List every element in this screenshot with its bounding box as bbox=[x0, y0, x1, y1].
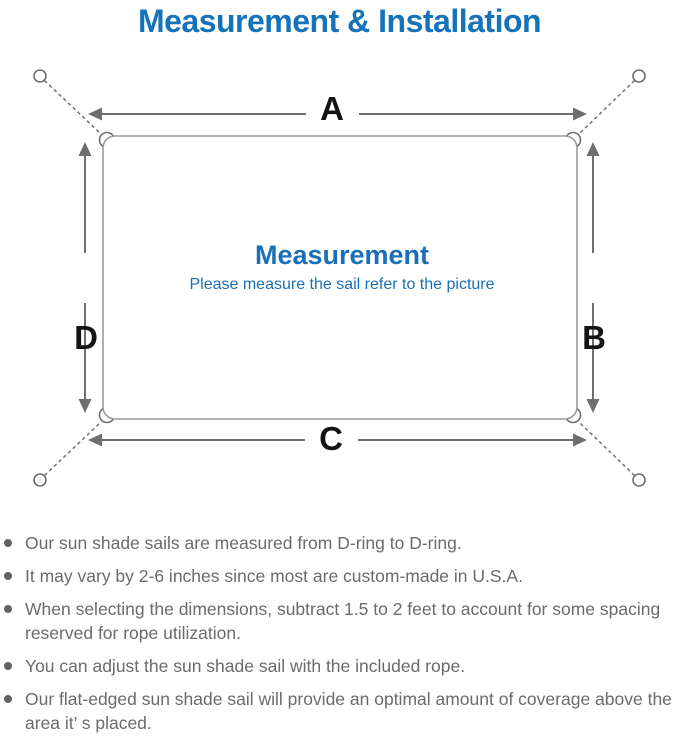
note-text: You can adjust the sun shade sail with t… bbox=[25, 656, 466, 676]
note-text: Our sun shade sails are measured from D-… bbox=[25, 533, 462, 553]
diagram-center-subheading: Please measure the sail refer to the pic… bbox=[189, 276, 494, 293]
dimension-label-a: A bbox=[320, 90, 344, 127]
diagram-center-heading: Measurement bbox=[255, 240, 429, 270]
note-item: It may vary by 2-6 inches since most are… bbox=[4, 564, 677, 588]
note-item: When selecting the dimensions, subtract … bbox=[4, 597, 677, 645]
dimension-arrows bbox=[78, 107, 600, 447]
anchor-point-icons bbox=[33, 69, 646, 487]
note-text: It may vary by 2-6 inches since most are… bbox=[25, 566, 523, 586]
notes-list: Our sun shade sails are measured from D-… bbox=[0, 531, 679, 735]
bullet-dot-icon bbox=[4, 539, 12, 547]
bullet-dot-icon bbox=[4, 695, 12, 703]
bullet-dot-icon bbox=[4, 605, 12, 613]
dimension-label-d: D bbox=[74, 319, 98, 356]
dimension-label-b: B bbox=[582, 319, 606, 356]
note-item: Our sun shade sails are measured from D-… bbox=[4, 531, 677, 555]
sail-outline bbox=[102, 135, 578, 420]
note-text: Our flat-edged sun shade sail will provi… bbox=[25, 689, 672, 733]
note-item: You can adjust the sun shade sail with t… bbox=[4, 654, 677, 678]
dimension-label-c: C bbox=[319, 420, 343, 457]
bullet-dot-icon bbox=[4, 572, 12, 580]
measurement-diagram: A B C D Measurement Please measure the s… bbox=[33, 69, 646, 487]
bullet-dot-icon bbox=[4, 662, 12, 670]
note-item: Our flat-edged sun shade sail will provi… bbox=[4, 687, 677, 735]
page-title: Measurement & Installation bbox=[137, 3, 542, 39]
note-text: When selecting the dimensions, subtract … bbox=[25, 599, 661, 643]
